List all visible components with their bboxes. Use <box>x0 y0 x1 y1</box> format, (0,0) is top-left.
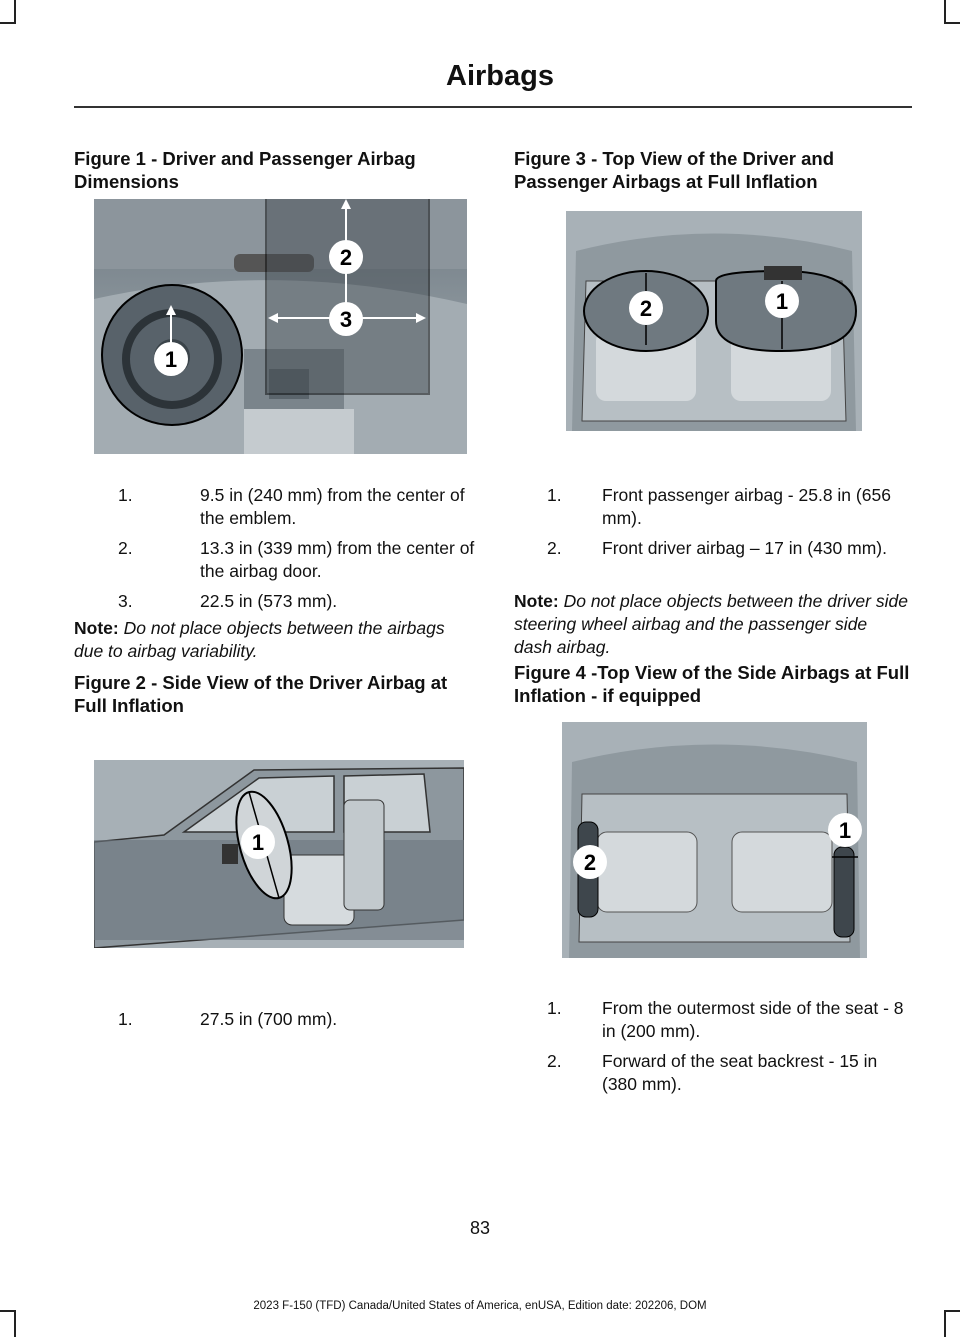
figure3-image: 2 1 <box>566 211 862 431</box>
figure3-note: Note: Do not place objects between the d… <box>514 590 909 659</box>
figure2-item-1-text: 27.5 in (700 mm). <box>200 1009 338 1029</box>
crop-mark-bottom-right-h <box>944 1310 960 1312</box>
crop-mark-bottom-left-h <box>0 1310 16 1312</box>
figure1-note-text: Do not place objects between the airbags… <box>74 618 445 661</box>
figure2-title: Figure 2 - Side View of the Driver Airba… <box>74 672 448 716</box>
figure1-title: Figure 1 - Driver and Passenger Airbag D… <box>74 148 416 192</box>
figure4-item-1-num: 1. <box>547 998 562 1018</box>
figure1-item-1-text: 9.5 in (240 mm) from the center of the e… <box>200 485 465 528</box>
figure1-note: Note: Do not place objects between the a… <box>74 617 474 663</box>
figure1-callout-3: 3 <box>340 307 352 332</box>
figure4-item-2-text: Forward of the seat backrest - 15 in (38… <box>602 1051 878 1094</box>
figure3-item-1-num: 1. <box>547 485 562 505</box>
crop-mark-top-right-h <box>944 22 960 24</box>
header-rule <box>74 106 912 108</box>
page-number: 83 <box>469 1218 491 1238</box>
figure4-item-2-num: 2. <box>547 1051 562 1071</box>
figure4-callout-2: 2 <box>584 850 596 875</box>
figure3-note-label: Note: <box>514 591 559 611</box>
crop-mark-bottom-left <box>14 1310 16 1337</box>
figure2-image: 1 <box>94 760 464 948</box>
figure2-callout-1: 1 <box>252 830 264 855</box>
figure3-item-2-num: 2. <box>547 538 562 558</box>
figure3-title: Figure 3 - Top View of the Driver and Pa… <box>514 148 835 192</box>
crop-mark-bottom-right <box>944 1310 946 1337</box>
edition-footer: 2023 F-150 (TFD) Canada/United States of… <box>253 1300 707 1312</box>
crop-mark-top-left-h <box>0 22 16 24</box>
figure4-item-1-text: From the outermost side of the seat - 8 … <box>602 998 904 1041</box>
section-title-text: Airbags <box>446 60 554 92</box>
figure1-callout-1: 1 <box>165 347 177 372</box>
figure3-callout-2: 2 <box>640 296 652 321</box>
figure2-item-1-num: 1. <box>118 1009 133 1029</box>
figure1-image: 1 2 3 <box>94 199 467 454</box>
figure1-item-2-num: 2. <box>118 538 133 558</box>
crop-mark-top-right <box>944 0 946 24</box>
crop-mark-top-left <box>14 0 16 24</box>
figure3-note-text: Do not place objects between the driver … <box>514 591 908 657</box>
figure4-image: 2 1 <box>562 722 867 958</box>
figure1-item-3-num: 3. <box>118 591 133 611</box>
figure3-item-2-text: Front driver airbag – 17 in (430 mm). <box>602 538 887 558</box>
figure1-item-3-text: 22.5 in (573 mm). <box>200 591 338 611</box>
figure1-item-2-text: 13.3 in (339 mm) from the center of the … <box>200 538 475 581</box>
figure4-callout-1: 1 <box>839 818 851 843</box>
figure3-item-1-text: Front passenger airbag - 25.8 in (656 mm… <box>602 485 891 528</box>
figure4-title: Figure 4 -Top View of the Side Airbags a… <box>514 662 910 706</box>
figure1-callout-2: 2 <box>340 245 352 270</box>
figure3-callout-1: 1 <box>776 289 788 314</box>
figure1-item-1-num: 1. <box>118 485 133 505</box>
figure1-note-label: Note: <box>74 618 119 638</box>
